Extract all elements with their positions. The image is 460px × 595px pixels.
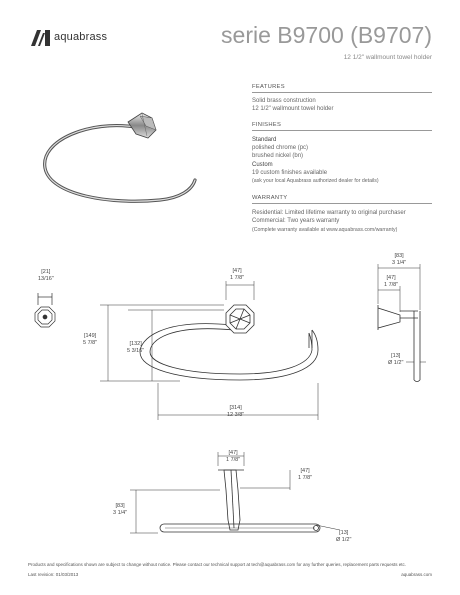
warranty-heading: WARRANTY: [252, 195, 432, 204]
base-front-view: [34, 293, 56, 328]
dim-label: [13]Ø 1/2": [388, 353, 404, 366]
features-heading: FEATURES: [252, 84, 432, 93]
footer-revision: Last revision: 01/03/2013: [28, 572, 79, 577]
feature-line: 12 1/2" wallmount towel holder: [252, 106, 334, 112]
dim-label: [47]1 7/8": [226, 450, 241, 463]
page-subtitle: 12 1/2" wallmount towel holder: [343, 54, 432, 61]
warranty-line: Commercial: Two years warranty: [252, 218, 340, 224]
aquabrass-logo-icon: [31, 30, 50, 46]
side-view: [377, 264, 426, 382]
front-view: [100, 281, 319, 420]
warranty-note: (Complete warranty available at www.aqua…: [252, 227, 398, 233]
dim-label: [132]5 3/16": [127, 341, 145, 354]
dim-label: [47]1 7/8": [230, 268, 245, 281]
finish-note: (ask your local Aquabrass authorized dea…: [252, 178, 379, 184]
product-render: [43, 112, 197, 203]
dim-label: [314]12 3/8": [227, 405, 245, 418]
footer-website[interactable]: aquabrass.com: [401, 572, 432, 577]
dim-label: [149]5 7/8": [83, 333, 98, 346]
dim-label: [21]13/16": [38, 269, 54, 282]
finishes-heading: FINISHES: [252, 122, 432, 131]
finish-custom-label: Custom: [252, 162, 273, 168]
dim-label: [83]3 1/4": [392, 253, 407, 266]
dim-label: [47]1 7/8": [298, 468, 313, 481]
dim-label: [83]3 1/4": [113, 503, 128, 516]
finish-item: brushed nickel (bn): [252, 153, 304, 159]
warranty-line: Residential: Limited lifetime warranty t…: [252, 210, 406, 216]
feature-line: Solid brass construction: [252, 98, 316, 104]
finish-item: 19 custom finishes available: [252, 170, 328, 176]
dim-label: [47]1 7/8": [384, 275, 399, 288]
finish-standard-label: Standard: [252, 137, 277, 143]
footer-disclaimer: Products and specifications shown are su…: [28, 562, 407, 567]
page-title: serie B9700 (B9707): [221, 22, 432, 48]
bottom-view: [130, 452, 341, 534]
finish-item: polished chrome (pc): [252, 145, 309, 151]
dim-label: [13]Ø 1/2": [336, 530, 352, 543]
brand-name: aquabrass: [54, 31, 108, 43]
